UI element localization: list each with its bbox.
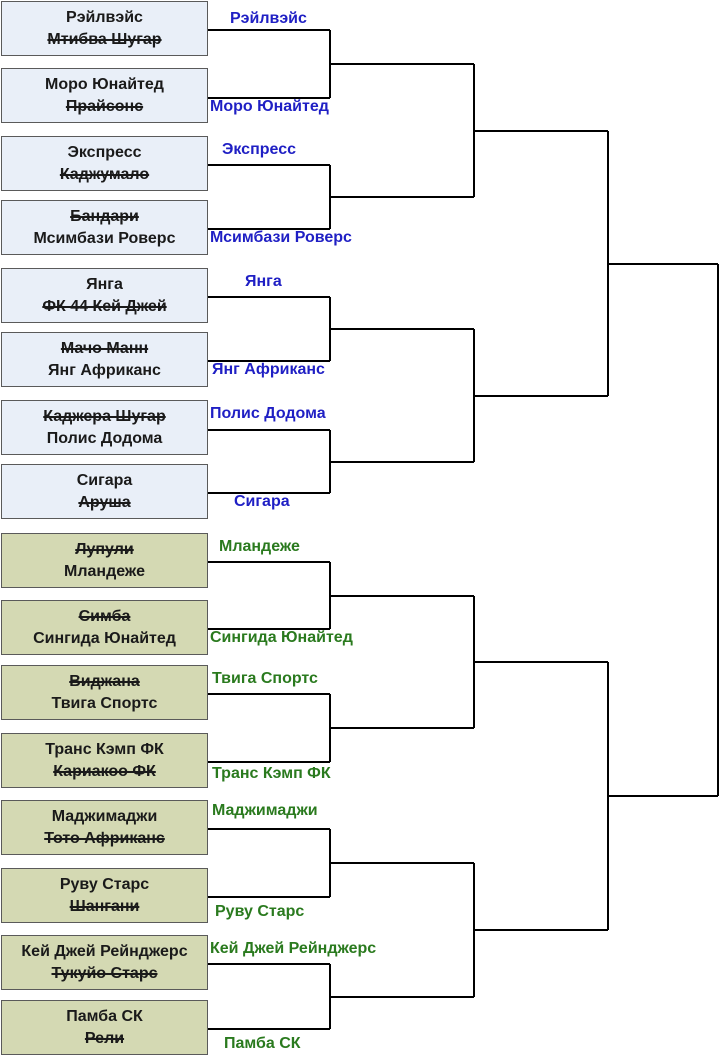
eliminated-team: Каджера Шугар [43,407,166,425]
eliminated-team: Каджумало [59,165,150,183]
winner-label: Янг Африканс [212,361,325,378]
eliminated-team: Виджана [69,672,140,690]
winner-label: Сингида Юнайтед [210,629,353,646]
eliminated-team: ФК 44 Кей Джей [42,297,167,315]
advancing-team: Полис Додома [46,429,163,447]
winner-label: Транс Кэмп ФК [212,765,331,782]
eliminated-team: Лупули [75,540,134,558]
winner-label: Моро Юнайтед [210,98,329,115]
advancing-team: Мландеже [64,562,145,580]
eliminated-team: Кариакоо ФК [53,762,156,780]
winner-label: Полис Додома [210,405,326,422]
advancing-team: Сингида Юнайтед [33,629,176,647]
advancing-team: Янг Африканс [48,361,161,379]
advancing-team: Мсимбази Роверс [33,229,176,247]
eliminated-team: Аруша [78,493,131,511]
advancing-team: Янга [86,275,123,293]
eliminated-team: Прайсонс [65,97,144,115]
advancing-team: Маджимаджи [51,807,158,825]
advancing-team: Кей Джей Рейнджерс [21,942,188,960]
winner-label: Кей Джей Рейнджерс [210,940,377,957]
winner-label: Мландеже [219,538,300,555]
match-box: Янга ФК 44 Кей Джей [1,268,208,323]
advancing-team: Сигара [76,471,133,489]
eliminated-team: Симба [78,607,131,625]
advancing-team: Твига Спортс [51,694,158,712]
advancing-team: Руву Старс [59,875,150,893]
winner-label: Мсимбази Роверс [210,229,352,246]
eliminated-team: Тукуйо Старс [51,964,158,982]
match-box: Памба СК Рели [1,1000,208,1055]
winner-label: Памба СК [224,1035,301,1052]
winner-label: Рэйлвэйс [230,10,307,27]
winner-label: Твига Спортс [212,670,318,687]
advancing-team: Транс Кэмп ФК [45,740,164,758]
advancing-team: Рэйлвэйс [66,8,143,26]
winner-label: Руву Старс [215,903,305,920]
eliminated-team: Шангани [69,897,140,915]
eliminated-team: Рели [84,1029,125,1047]
eliminated-team: Мачо Манн [60,339,149,357]
winner-label: Экспресс [222,141,296,158]
winner-label: Янга [245,273,282,290]
advancing-team: Экспресс [67,143,142,161]
eliminated-team: Мтибва Шугар [47,30,162,48]
winner-label: Маджимаджи [212,802,318,819]
eliminated-team: Тото Африканс [44,829,165,847]
advancing-team: Моро Юнайтед [45,75,164,93]
winner-label: Сигара [234,493,290,510]
match-box: Транс Кэмп ФК Кариакоо ФК [1,733,208,788]
advancing-team: Памба СК [66,1007,143,1025]
eliminated-team: Бандари [70,207,139,225]
